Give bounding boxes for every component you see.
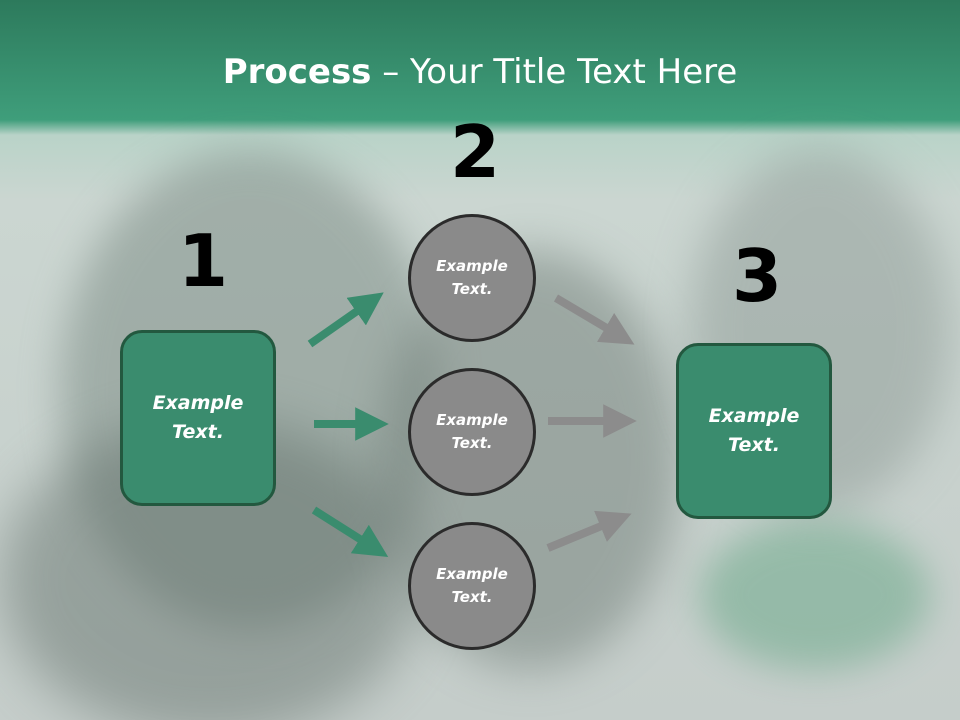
circle-bottom-line2: Text.: [451, 588, 493, 606]
step-number-1: 1: [178, 219, 229, 303]
slide-title: Process – Your Title Text Here: [0, 52, 960, 92]
circle-middle-line1: Example: [436, 411, 508, 429]
title-rest: – Your Title Text Here: [371, 52, 738, 92]
step-circle-bottom: Example Text.: [408, 522, 536, 650]
box-left-line2: Text.: [172, 421, 224, 443]
step-number-3: 3: [732, 234, 783, 318]
arrow-left-to-bottom: [311, 506, 389, 557]
step-box-left: Example Text.: [120, 330, 276, 506]
circle-bottom-line1: Example: [436, 565, 508, 583]
circle-middle-line2: Text.: [451, 434, 493, 452]
box-left-line1: Example: [152, 392, 244, 414]
title-bold: Process: [222, 52, 372, 92]
circle-top-line1: Example: [436, 257, 508, 275]
step-circle-top: Example Text.: [408, 214, 536, 342]
arrow-bottom-to-right: [546, 510, 632, 552]
step-number-2: 2: [450, 110, 501, 194]
arrow-top-to-right: [553, 294, 635, 345]
circle-top-line2: Text.: [451, 280, 493, 298]
step-box-right: Example Text.: [676, 343, 832, 519]
box-right-line2: Text.: [728, 434, 780, 456]
step-circle-middle: Example Text.: [408, 368, 536, 496]
box-right-line1: Example: [708, 405, 800, 427]
arrow-left-to-top: [307, 292, 384, 348]
